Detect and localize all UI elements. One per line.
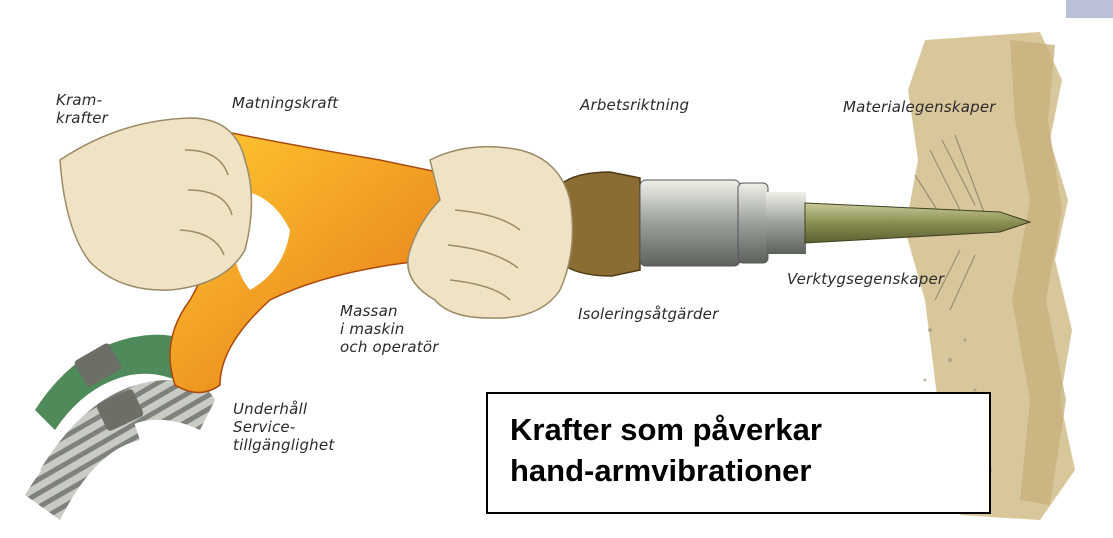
caption-line-2: hand-armvibrationer — [510, 453, 811, 489]
label-underhall: Underhåll Service- tillgänglighet — [233, 400, 334, 454]
label-isoleringsatgarder: Isoleringsåtgärder — [578, 305, 718, 323]
right-hand — [408, 147, 573, 318]
label-arbetsriktning: Arbetsriktning — [580, 96, 689, 114]
label-massan: Massan i maskin och operatör — [340, 302, 439, 356]
label-materialegenskaper: Materialegenskaper — [843, 98, 996, 116]
label-kramkrafter: Kram- krafter — [56, 91, 108, 127]
label-verktygsegenskaper: Verktygsegenskaper — [787, 270, 944, 288]
left-hand — [60, 118, 252, 290]
label-kramkrafter-line-2: krafter — [56, 109, 108, 127]
caption-box: Krafter som påverkar hand-armvibrationer — [486, 392, 991, 514]
caption-line-1: Krafter som påverkar — [510, 412, 822, 448]
label-kramkrafter-line-1: Kram- — [56, 91, 108, 109]
label-matningskraft: Matningskraft — [232, 94, 338, 112]
